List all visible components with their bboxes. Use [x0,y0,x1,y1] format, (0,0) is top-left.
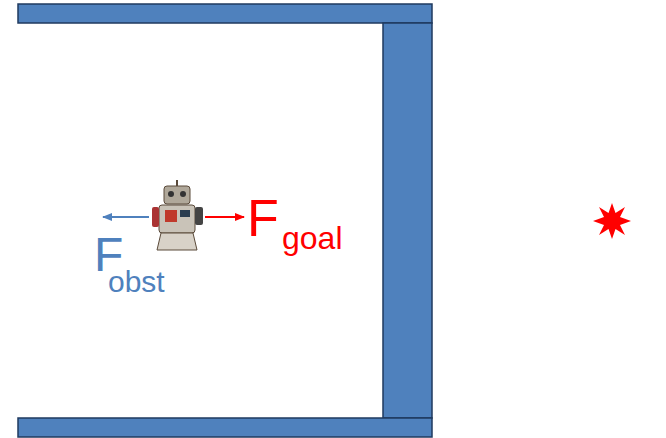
force-subscript: obst [108,267,165,297]
goal-star [593,203,631,239]
obstacle-force-arrow [103,216,149,218]
force-subscript: goal [282,222,343,254]
wall-top [18,4,432,23]
wall-bottom [18,418,432,437]
wall-right [383,23,432,418]
force-symbol: F [247,192,279,244]
goal-force-arrow [205,216,244,218]
robot-icon [152,180,203,250]
